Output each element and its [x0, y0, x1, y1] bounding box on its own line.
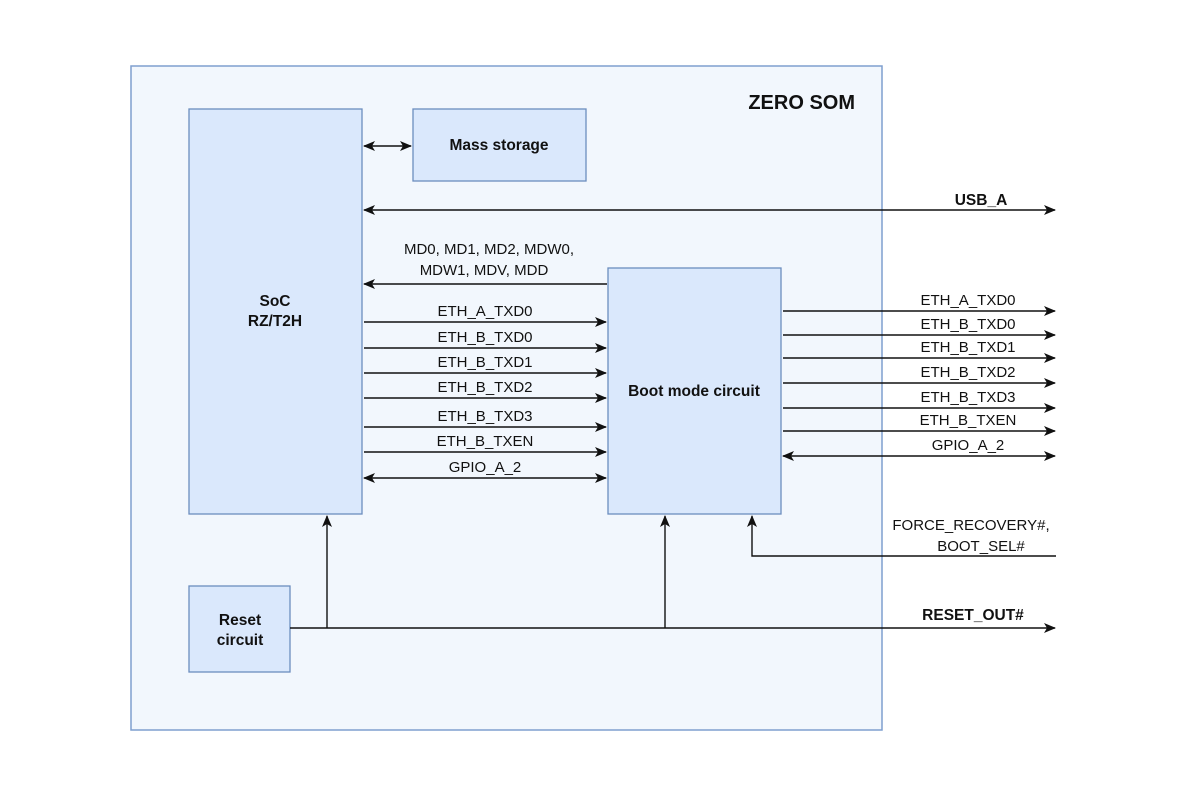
reset-circuit-block[interactable]: Reset circuit — [188, 585, 291, 673]
boot-mode-block[interactable]: Boot mode circuit — [607, 267, 782, 515]
signal-label: ETH_B_TXD0 — [437, 329, 532, 346]
boot-to-external-signals: ETH_A_TXD0ETH_B_TXD0ETH_B_TXD1ETH_B_TXD2… — [782, 292, 1056, 461]
reset-out-label: RESET_OUT# — [922, 607, 1024, 624]
boot-inputs-label-line1: FORCE_RECOVERY#, — [892, 517, 1049, 534]
mode-pins-label-line2: MDW1, MDV, MDD — [420, 262, 549, 279]
signal-label: GPIO_A_2 — [449, 459, 522, 476]
mode-pins-label-line1: MD0, MD1, MD2, MDW0, — [404, 241, 574, 258]
signal-label: ETH_B_TXD0 — [920, 316, 1015, 333]
signal-label: ETH_B_TXD1 — [920, 339, 1015, 356]
som-title: ZERO SOM — [748, 92, 855, 114]
signal-label: ETH_B_TXEN — [437, 433, 534, 450]
signal-label: ETH_A_TXD0 — [920, 292, 1015, 309]
boot-inputs-link — [747, 515, 1056, 557]
boot-mode-label: Boot mode circuit — [628, 383, 760, 400]
signal-label: ETH_B_TXD3 — [437, 408, 532, 425]
soc-label-part: RZ/T2H — [248, 313, 302, 330]
signal-label: ETH_B_TXEN — [920, 412, 1017, 429]
signal-label: GPIO_A_2 — [932, 437, 1005, 454]
signal-label: ETH_A_TXD0 — [437, 303, 532, 320]
soc-to-boot-signals: ETH_A_TXD0ETH_B_TXD0ETH_B_TXD1ETH_B_TXD2… — [363, 303, 607, 483]
usb-a-label: USB_A — [955, 192, 1008, 209]
reset-label-line2: circuit — [217, 632, 264, 649]
mass-storage-block[interactable]: Mass storage — [412, 108, 587, 182]
soc-block[interactable]: SoC RZ/T2H — [188, 108, 363, 515]
signal-label: ETH_B_TXD3 — [920, 389, 1015, 406]
signal-label: ETH_B_TXD2 — [437, 379, 532, 396]
soc-label-name: SoC — [260, 293, 291, 310]
reset-label-line1: Reset — [219, 612, 261, 629]
signal-label: ETH_B_TXD1 — [437, 354, 532, 371]
boot-inputs-label-line2: BOOT_SEL# — [937, 538, 1025, 555]
signal-label: ETH_B_TXD2 — [920, 364, 1015, 381]
mass-storage-label: Mass storage — [449, 137, 548, 154]
